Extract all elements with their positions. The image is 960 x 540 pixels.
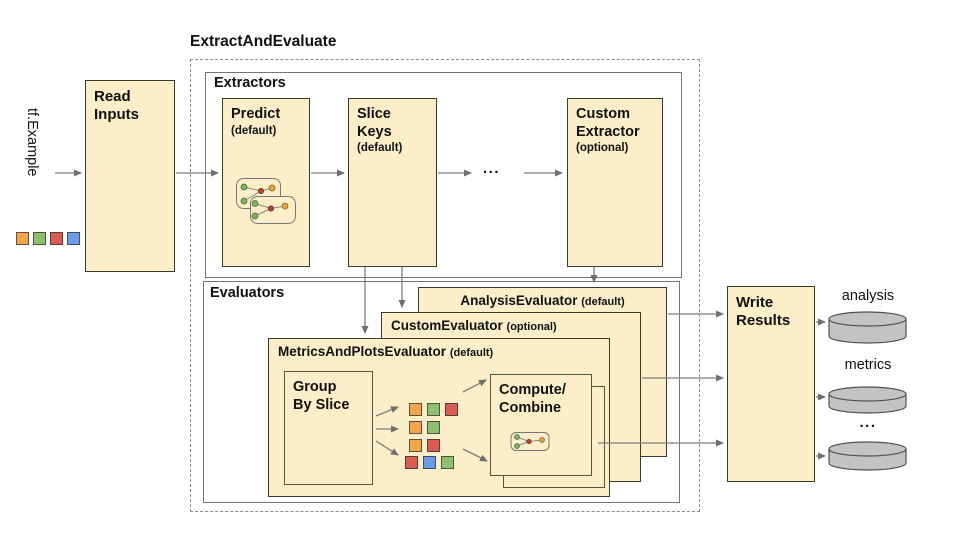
slice-grid-row	[409, 403, 463, 416]
blue-square	[423, 456, 436, 469]
green-square	[33, 232, 46, 245]
read-inputs-box: Read Inputs	[85, 80, 175, 272]
orange-square	[409, 421, 422, 434]
write-results-title: Write Results	[736, 294, 791, 330]
metrics-store-label: metrics	[844, 357, 892, 373]
more-stores-ellipsis: ...	[859, 414, 877, 431]
analysis-evaluator-title: AnalysisEvaluator (default)	[460, 293, 625, 308]
orange-square	[409, 403, 422, 416]
metrics-store-cylinder	[828, 386, 907, 414]
red-square	[50, 232, 63, 245]
read-inputs-title: Read Inputs	[94, 88, 139, 124]
slice-keys-subtitle: (default)	[357, 142, 403, 155]
predict-title: Predict	[231, 106, 281, 122]
orange-square	[409, 439, 422, 452]
extractor-chain-ellipsis: ...	[483, 160, 501, 177]
tf-example-color-squares	[16, 232, 84, 250]
red-square	[405, 456, 418, 469]
extract-and-evaluate-dashed-container	[190, 59, 700, 512]
green-square	[427, 421, 440, 434]
red-square	[445, 403, 458, 416]
compute-combine-title: Compute/ Combine	[499, 382, 566, 416]
metrics-and-plots-evaluator-title: MetricsAndPlotsEvaluator (default)	[278, 344, 494, 359]
group-by-slice-title: Group By Slice	[293, 379, 350, 413]
blue-square	[67, 232, 80, 245]
green-square	[427, 403, 440, 416]
custom-evaluator-title: CustomEvaluator (optional)	[391, 318, 557, 333]
group-by-slice-box: Group By Slice	[284, 371, 373, 485]
more-store-cylinder	[828, 441, 907, 471]
analysis-store-label: analysis	[841, 288, 895, 304]
slice-grid-row	[409, 421, 445, 434]
green-square	[441, 456, 454, 469]
slice-grid-row	[409, 439, 445, 452]
custom-extractor-subtitle: (optional)	[576, 142, 629, 155]
predict-extractor-box: Predict (default)	[222, 98, 310, 267]
evaluators-label: Evaluators	[210, 285, 285, 301]
analysis-store-cylinder	[828, 311, 907, 344]
orange-square	[16, 232, 29, 245]
write-results-box: Write Results	[727, 286, 815, 482]
slice-keys-extractor-box: Slice Keys (default)	[348, 98, 437, 267]
extractors-label: Extractors	[214, 75, 286, 91]
red-square	[427, 439, 440, 452]
tf-example-label: tf.Example	[24, 108, 40, 177]
custom-extractor-title: Custom Extractor	[576, 106, 640, 140]
custom-extractor-box: Custom Extractor (optional)	[567, 98, 663, 267]
slice-grid-row	[405, 456, 459, 469]
slice-keys-title: Slice Keys	[357, 106, 392, 140]
pipeline-title: ExtractAndEvaluate	[190, 33, 337, 50]
predict-subtitle: (default)	[231, 124, 277, 137]
compute-combine-box: Compute/ Combine	[490, 374, 592, 476]
